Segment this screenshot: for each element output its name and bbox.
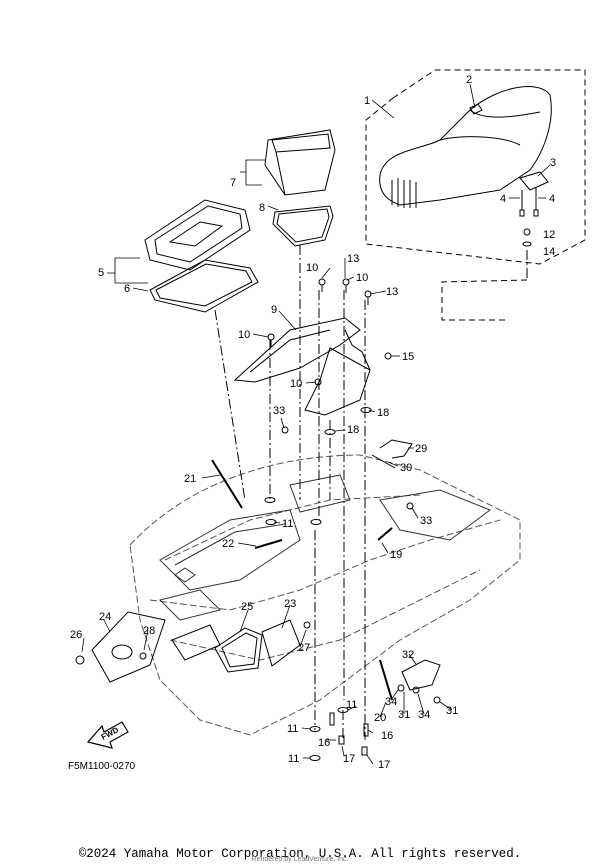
callout: 17 bbox=[378, 759, 390, 771]
callout: 24 bbox=[99, 611, 111, 623]
callout: 20 bbox=[374, 712, 386, 724]
callout: 31 bbox=[446, 705, 458, 717]
callout: 10 bbox=[290, 378, 302, 390]
callout: 21 bbox=[184, 473, 196, 485]
callout: 4 bbox=[500, 193, 506, 205]
callout: 30 bbox=[400, 462, 412, 474]
callout: 2 bbox=[466, 74, 472, 86]
callout: 16 bbox=[381, 730, 393, 742]
seat-bracket bbox=[519, 171, 549, 217]
callout: 10 bbox=[238, 329, 250, 341]
callout: 11 bbox=[346, 699, 357, 711]
callout: 14 bbox=[543, 246, 555, 258]
callout: 8 bbox=[259, 202, 265, 214]
hatch-gasket bbox=[149, 259, 259, 313]
callout-numbers: 1 2 3 4 4 12 14 7 8 5 6 10 13 10 13 9 10… bbox=[70, 74, 556, 771]
callout: 18 bbox=[377, 407, 389, 419]
callout: 17 bbox=[343, 753, 355, 765]
copyright-notice: ©2024 Yamaha Motor Corporation, U.S.A. A… bbox=[78, 847, 522, 861]
callout: 25 bbox=[241, 601, 253, 613]
callout: 26 bbox=[70, 629, 82, 641]
callout: 33 bbox=[420, 515, 432, 527]
callout: 5 bbox=[98, 267, 104, 279]
callout: 10 bbox=[306, 262, 318, 274]
callout: 34 bbox=[385, 696, 397, 708]
callout: 6 bbox=[124, 283, 130, 295]
callout: 3 bbox=[550, 157, 556, 169]
leader-lines bbox=[214, 245, 528, 740]
callout: 13 bbox=[386, 286, 398, 298]
callout: 16 bbox=[318, 737, 330, 749]
callout: 23 bbox=[284, 598, 296, 610]
callout: 29 bbox=[415, 443, 427, 455]
cover-plate-25 bbox=[214, 627, 263, 673]
callout: 4 bbox=[549, 193, 555, 205]
callout: 18 bbox=[347, 424, 359, 436]
callout: 33 bbox=[273, 405, 285, 417]
callout: 34 bbox=[418, 709, 430, 721]
cover-plate-23 bbox=[261, 619, 301, 667]
callout: 15 bbox=[402, 351, 414, 363]
callout: 9 bbox=[271, 304, 277, 316]
hatch-cover bbox=[144, 199, 251, 271]
hull-outline bbox=[129, 454, 521, 736]
callout: 12 bbox=[543, 229, 555, 241]
deck-structure bbox=[159, 474, 492, 621]
callout: 11 bbox=[282, 518, 293, 530]
storage-box bbox=[264, 129, 336, 196]
seat-bracket-frame bbox=[233, 317, 371, 416]
callout: 19 bbox=[390, 549, 402, 561]
callout: 32 bbox=[402, 649, 414, 661]
callout: 13 bbox=[347, 253, 359, 265]
callout: 11 bbox=[288, 753, 299, 765]
cover-plate-24 bbox=[91, 611, 166, 683]
figure-code: F5M1100-0270 bbox=[68, 761, 136, 772]
storage-box-gasket bbox=[272, 205, 334, 247]
callout: 27 bbox=[298, 642, 310, 654]
seat-assembly-outline bbox=[365, 69, 586, 265]
render-credit: Rendered by LeadVenture, Inc. bbox=[251, 856, 349, 863]
callout: 22 bbox=[222, 538, 234, 550]
callout: 1 bbox=[364, 95, 370, 107]
fwd-arrow bbox=[86, 721, 129, 749]
callout: 11 bbox=[287, 723, 298, 735]
callout: 10 bbox=[356, 272, 368, 284]
seat-shape bbox=[379, 86, 552, 208]
callout: 28 bbox=[143, 625, 155, 637]
callout: 31 bbox=[398, 709, 410, 721]
callout: 7 bbox=[230, 177, 236, 189]
